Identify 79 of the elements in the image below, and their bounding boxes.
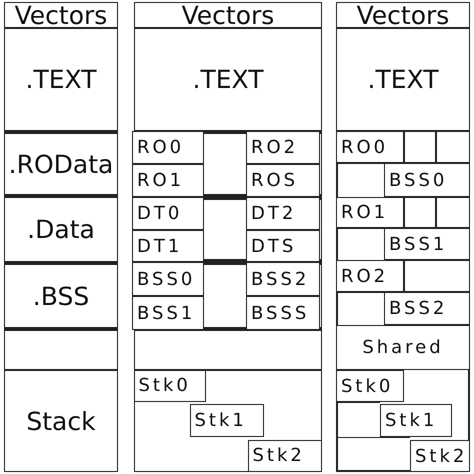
section-label: .Data [27, 215, 95, 244]
memory-section [336, 260, 404, 292]
section-label: RO1 [341, 202, 388, 223]
section-label: RO2 [251, 137, 298, 158]
section-label: ROS [251, 170, 298, 191]
section-label: RO2 [341, 266, 388, 286]
section-label: Shared [362, 337, 444, 358]
memory-section [336, 197, 404, 228]
memory-section [246, 296, 320, 330]
section-label: Stk2 [252, 445, 305, 466]
section-label: .ROData [8, 150, 114, 178]
memory-section [190, 404, 264, 436]
memory-section [246, 230, 320, 262]
memory-section [4, 28, 118, 131]
memory-section [384, 163, 470, 197]
memory-section [336, 325, 470, 370]
section-label: DT0 [137, 203, 182, 224]
memory-section [246, 262, 320, 296]
empty-memory-block [134, 370, 322, 472]
memory-map-column [336, 2, 470, 472]
section-label: DTS [251, 236, 296, 256]
memory-map-column [4, 2, 118, 472]
memory-section [246, 164, 320, 197]
section-label: Stk1 [385, 410, 438, 431]
section-label: .TEXT [26, 65, 96, 94]
section-label: BSS2 [251, 268, 310, 290]
memory-section [4, 262, 118, 330]
memory-section [134, 370, 206, 402]
memory-section [384, 292, 470, 325]
memory-section [132, 164, 204, 197]
memory-section [132, 197, 204, 230]
section-label: Stk2 [415, 446, 468, 466]
section-label: Vectors [356, 0, 450, 30]
section-label: RO1 [137, 170, 184, 191]
memory-section [134, 2, 322, 28]
section-label: BSSS [251, 302, 310, 324]
section-label: Stk0 [341, 376, 394, 396]
memory-section [4, 131, 118, 197]
memory-section [132, 230, 204, 262]
empty-memory-block [134, 197, 322, 262]
memory-section [4, 2, 118, 28]
section-label: Stk0 [138, 375, 191, 396]
empty-memory-block [4, 330, 118, 370]
memory-section [4, 370, 118, 472]
section-label: .TEXT [368, 65, 438, 94]
section-label: BSS1 [137, 302, 196, 324]
section-label: Stk1 [194, 410, 247, 430]
empty-memory-block [134, 330, 322, 370]
section-label: BSS2 [389, 298, 448, 319]
section-label: BSS1 [389, 234, 448, 254]
section-label: BSS0 [389, 170, 448, 190]
memory-section [410, 440, 470, 472]
section-label: RO0 [137, 137, 184, 158]
section-label: RO0 [341, 136, 388, 158]
section-label: BSS0 [137, 268, 196, 290]
memory-section [246, 131, 320, 164]
memory-section [4, 197, 118, 262]
memory-section [336, 28, 470, 131]
memory-section [248, 440, 322, 472]
memory-map-column [134, 2, 322, 472]
empty-memory-block [134, 262, 322, 330]
section-label: DT1 [137, 236, 182, 256]
memory-section [380, 404, 452, 437]
section-label: Vectors [182, 0, 274, 30]
memory-section [132, 131, 204, 164]
memory-section [246, 197, 320, 230]
memory-section [336, 2, 470, 28]
memory-section [134, 28, 322, 131]
section-label: .BSS [32, 282, 90, 310]
memory-section [336, 370, 404, 402]
memory-section [132, 296, 204, 330]
empty-memory-block [134, 131, 322, 197]
section-label: Vectors [14, 0, 108, 30]
section-label: .TEXT [192, 65, 264, 94]
section-label: Stack [26, 406, 96, 436]
memory-section [132, 262, 204, 296]
memory-section [384, 228, 470, 260]
section-label: DT2 [251, 203, 296, 224]
memory-section [336, 131, 404, 163]
